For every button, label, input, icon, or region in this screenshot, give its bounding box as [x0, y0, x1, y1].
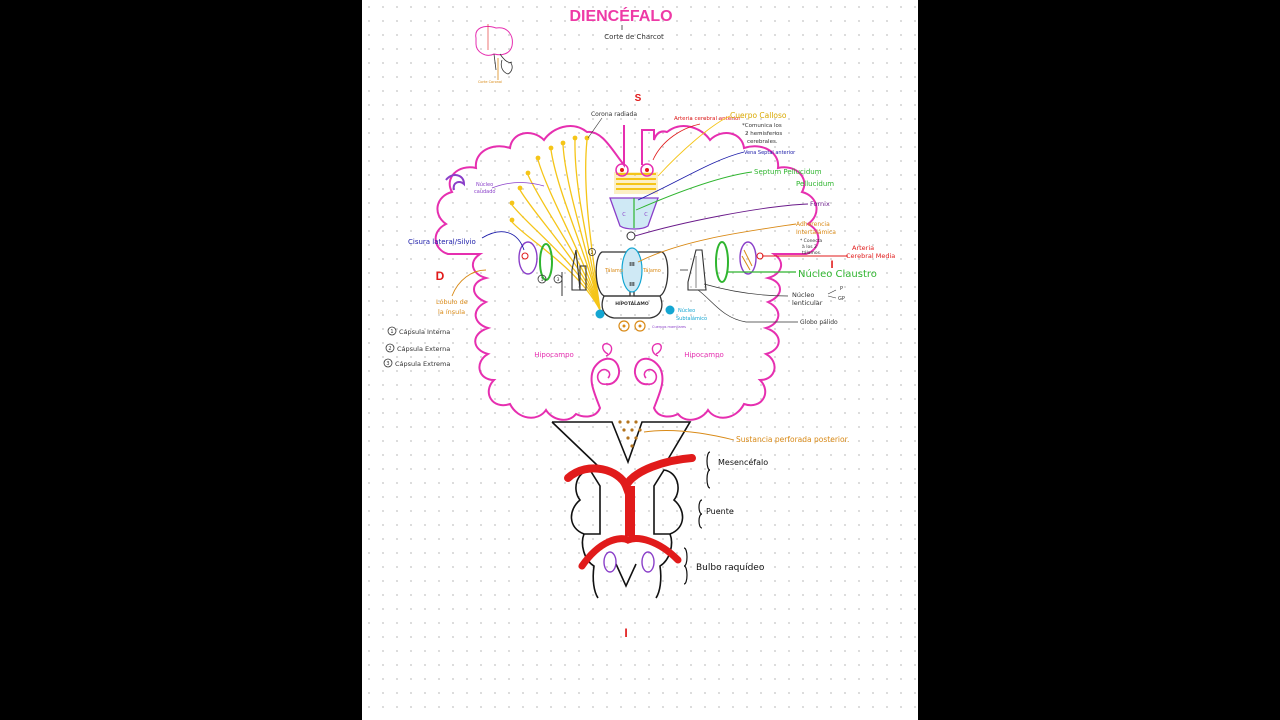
thumbnail-label: Corte Coronal — [478, 80, 502, 84]
anterior-cerebral-artery-left — [615, 163, 629, 177]
page-title: DIENCÉFALO — [569, 6, 672, 25]
label-arteria-cerebral-anterior: Arteria cerebral anterior — [674, 116, 741, 122]
posterior-perforated-substance — [618, 420, 642, 448]
label-lobulo-insula: Lóbulo de — [436, 298, 468, 306]
legend-capsula-extrema: Cápsula Extrema — [395, 360, 450, 368]
diencephalon-diagram: DIENCÉFALO Corte de Charcot Corte Corona… — [383, 6, 895, 640]
hypothalamus — [601, 295, 663, 319]
label-hipocampo-left: Hipocampo — [534, 351, 574, 359]
svg-text:la ínsula: la ínsula — [438, 308, 465, 316]
corpus-callosum — [614, 172, 658, 194]
diagram-page: DIENCÉFALO Corte de Charcot Corte Corona… — [362, 0, 918, 720]
label-inferior: I — [624, 626, 627, 640]
label-nucleo-caudado: Núcleo — [476, 181, 493, 188]
label-corona-radiada: Corona radiada — [591, 111, 637, 118]
basal-ganglia-right — [680, 241, 729, 291]
mammillary-body-right — [634, 320, 646, 332]
insula-left — [518, 241, 538, 275]
label-arteria-media: Arteria — [852, 244, 874, 252]
svg-text:Intertalámica: Intertalámica — [796, 229, 836, 236]
label-fornix: Fornix — [810, 200, 830, 208]
capsule-legend: 1 Cápsula Interna 2 Cápsula Externa 3 Cá… — [383, 326, 450, 368]
hippocampus-curl-left — [596, 368, 611, 385]
label-cuerpo-calloso: Cuerpo Calloso — [730, 111, 787, 120]
svg-text:Subtalámico: Subtalámico — [676, 315, 707, 322]
svg-text:Pellucidum: Pellucidum — [796, 180, 834, 188]
mammillary-body-left — [618, 320, 630, 332]
label-nucleo-claustro: Núcleo Claustro — [798, 268, 877, 280]
basilar-artery-upper — [564, 454, 696, 496]
label-bulbo: Bulbo raquídeo — [696, 563, 765, 573]
svg-text:C: C — [644, 212, 648, 218]
cortex-outline — [434, 125, 820, 421]
label-adherencia: Adherencia — [796, 221, 830, 228]
fornix-circle — [626, 231, 636, 241]
legend-capsula-externa: Cápsula Externa — [397, 345, 450, 353]
svg-text:2 hemisferios: 2 hemisferios — [745, 131, 782, 137]
label-p: P — [840, 286, 843, 292]
svg-text:III: III — [629, 262, 635, 268]
svg-text:2: 2 — [388, 346, 391, 352]
olive-right — [641, 551, 655, 573]
label-globo-palido: Globo pálido — [800, 319, 838, 326]
label-nucleo-subtalamico: Núcleo — [678, 307, 695, 314]
label-sustancia: Sustancia perforada posterior. — [736, 435, 849, 444]
brainstem — [551, 421, 692, 599]
caudate-icon — [445, 174, 466, 191]
svg-text:lenticular: lenticular — [792, 299, 823, 307]
vertebral-arteries — [578, 535, 682, 570]
svg-text:* Conecta: * Conecta — [800, 238, 822, 244]
label-gp: GP — [838, 296, 845, 302]
thalamus: Tálamo Tálamo III III — [595, 247, 669, 297]
corona-radiata-fibers — [511, 139, 601, 311]
svg-text:C: C — [622, 212, 626, 218]
svg-text:*Comunica los: *Comunica los — [742, 123, 782, 129]
label-talamo-right: Tálamo — [642, 267, 661, 274]
label-derecha: D — [436, 269, 445, 283]
svg-text:3: 3 — [557, 277, 560, 283]
svg-text:1: 1 — [541, 277, 544, 283]
svg-text:cerebrales.: cerebrales. — [747, 139, 778, 145]
label-cuerpos-mamilares: Cuerpos mamilares — [652, 325, 686, 329]
label-mesencefalo: Mesencéfalo — [718, 457, 768, 467]
label-nucleo-lenticular: Núcleo — [792, 291, 814, 299]
subtitle: Corte de Charcot — [604, 33, 664, 41]
subthalamic-nucleus-right — [665, 305, 675, 315]
svg-text:III: III — [629, 282, 635, 288]
label-puente: Puente — [706, 507, 734, 516]
insula-right — [739, 241, 757, 275]
svg-text:caudado: caudado — [474, 189, 495, 195]
svg-text:tálamos.: tálamos. — [802, 249, 821, 256]
label-cisura-lateral: Cisura lateral/Silvio — [408, 238, 476, 246]
subthalamic-nucleus-left — [595, 309, 605, 319]
label-hipocampo-right: Hipocampo — [684, 351, 724, 359]
hippocampus-curl-right — [643, 368, 658, 385]
svg-text:Cerebral Media: Cerebral Media — [846, 252, 895, 260]
corona-radiata-dots — [509, 135, 590, 223]
olive-left — [603, 551, 617, 573]
label-izquierda: I — [830, 259, 833, 271]
legend-capsula-interna: Cápsula Interna — [399, 328, 450, 336]
label-superior: S — [635, 93, 642, 104]
label-talamo-left: Tálamo — [604, 267, 623, 274]
svg-text:1: 1 — [390, 329, 393, 335]
svg-text:3: 3 — [386, 361, 389, 367]
svg-text:a los 2: a los 2 — [802, 244, 817, 250]
label-hipotalamo: HIPOTÁLAMO — [615, 300, 649, 307]
thumbnail-brain: Corte Coronal — [475, 24, 513, 84]
label-vena-septal: Vena Septal anterior — [744, 150, 796, 156]
label-septum: Septum Pellucidum — [754, 168, 822, 176]
anterior-cerebral-artery-right — [640, 163, 654, 177]
svg-text:2: 2 — [591, 250, 594, 255]
